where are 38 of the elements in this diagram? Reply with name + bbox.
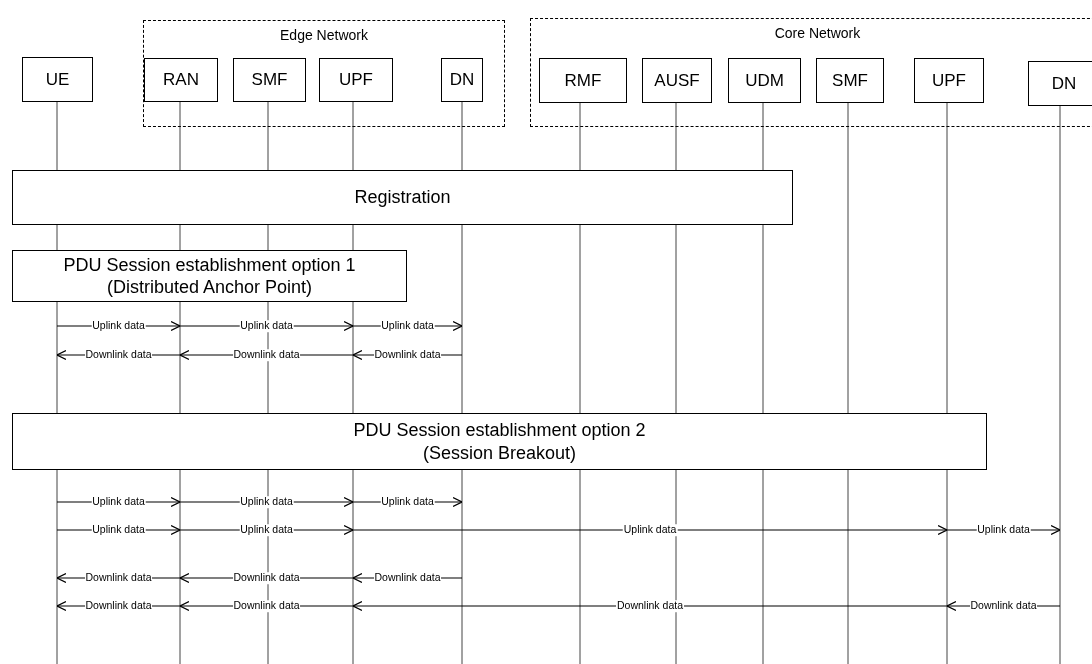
- message-label: Downlink data: [373, 349, 442, 361]
- group-title: Edge Network: [280, 27, 368, 43]
- message-label: Uplink data: [239, 320, 294, 332]
- message-label: Uplink data: [622, 524, 678, 536]
- phase-bar: Registration: [12, 170, 793, 225]
- message-label: Uplink data: [976, 524, 1031, 536]
- participant-box: UPF: [914, 58, 984, 103]
- group-title: Core Network: [774, 25, 861, 41]
- message-label: Uplink data: [239, 524, 294, 536]
- message-label: Downlink data: [84, 600, 153, 612]
- message-label: Uplink data: [91, 320, 146, 332]
- message-label: Uplink data: [91, 496, 146, 508]
- message-label: Uplink data: [239, 496, 294, 508]
- message-label: Uplink data: [91, 524, 146, 536]
- message-label: Downlink data: [969, 600, 1038, 612]
- message-label: Downlink data: [232, 572, 301, 584]
- participant-box: DN: [1028, 61, 1092, 106]
- message-label: Downlink data: [84, 349, 153, 361]
- participant-box: SMF: [816, 58, 884, 103]
- participant-box: DN: [441, 58, 483, 102]
- message-label: Downlink data: [373, 572, 442, 584]
- participant-box: RAN: [144, 58, 218, 102]
- participant-box: UE: [22, 57, 93, 102]
- network-group: [530, 18, 1092, 127]
- message-label: Downlink data: [232, 349, 301, 361]
- participant-box: UDM: [728, 58, 801, 103]
- message-label: Uplink data: [380, 496, 435, 508]
- phase-bar: PDU Session establishment option 1 (Distributed Anchor Point): [12, 250, 407, 302]
- message-label: Downlink data: [84, 572, 153, 584]
- participant-box: AUSF: [642, 58, 712, 103]
- message-label: Uplink data: [380, 320, 435, 332]
- message-label: Downlink data: [616, 600, 684, 612]
- participant-box: UPF: [319, 58, 393, 102]
- participant-box: RMF: [539, 58, 627, 103]
- phase-bar: PDU Session establishment option 2 (Session Breakout): [12, 413, 987, 470]
- participant-box: SMF: [233, 58, 306, 102]
- message-label: Downlink data: [232, 600, 301, 612]
- network-group: [143, 20, 505, 127]
